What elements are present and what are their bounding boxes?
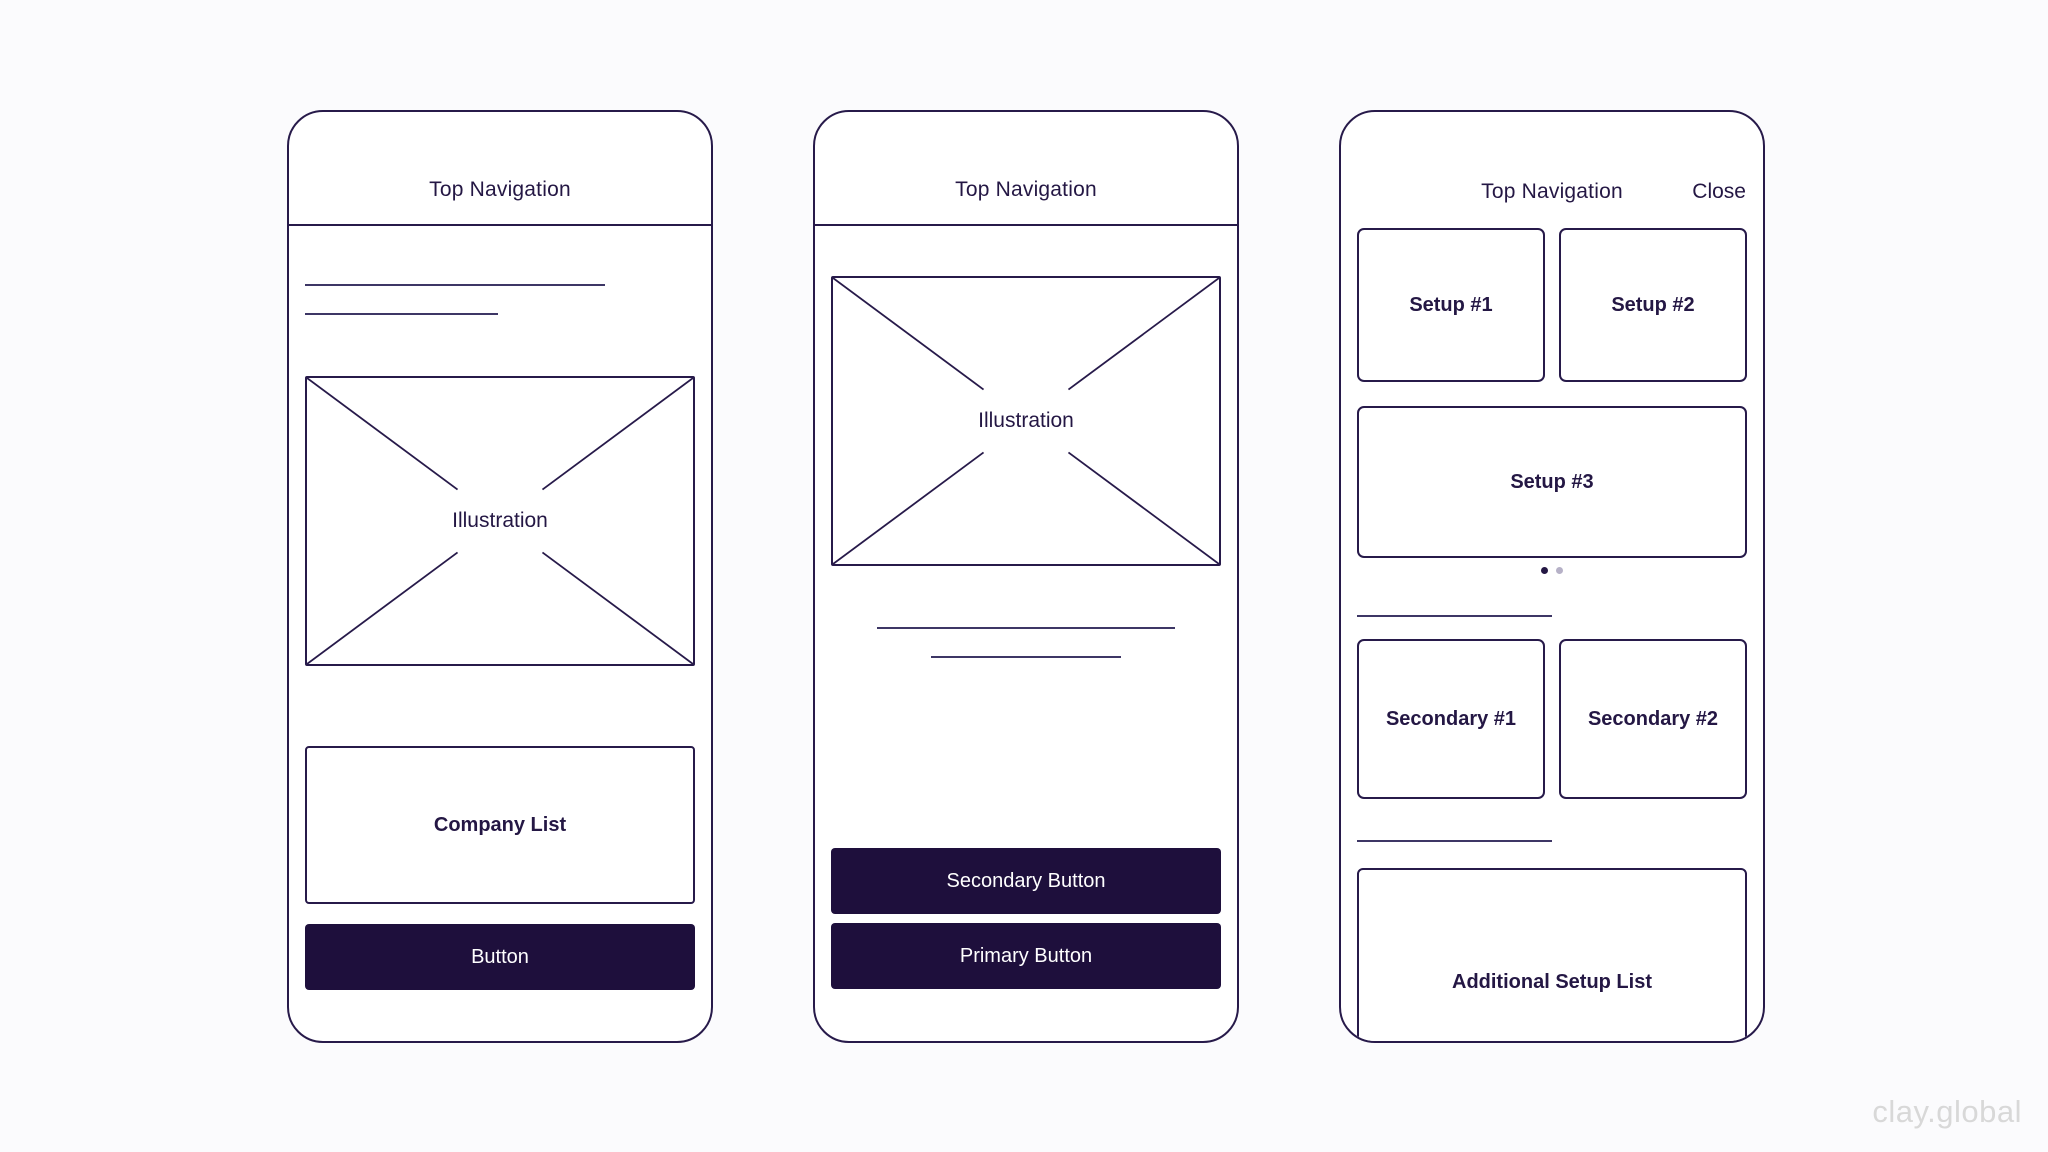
top-navigation-bar: Top Navigation [815, 112, 1237, 226]
secondary-button[interactable]: Secondary Button [831, 848, 1221, 914]
additional-setup-list-area[interactable]: Additional Setup List [1357, 868, 1747, 1041]
carousel-dot-inactive[interactable] [1556, 567, 1563, 574]
setup-card-2[interactable]: Setup #2 [1559, 228, 1747, 382]
top-navigation-bar: Top Navigation Close [1341, 112, 1763, 226]
carousel-dot-active[interactable] [1541, 567, 1548, 574]
nav-title: Top Navigation [1481, 180, 1623, 203]
close-button[interactable]: Close [1692, 180, 1746, 203]
setup-card-3[interactable]: Setup #3 [1357, 406, 1747, 558]
nav-title: Top Navigation [955, 178, 1097, 201]
text-placeholder-line [1357, 615, 1552, 617]
image-placeholder-cross-icon [307, 378, 693, 664]
text-placeholder-line [931, 656, 1121, 658]
primary-button[interactable]: Primary Button [831, 923, 1221, 989]
clay-global-watermark: clay.global [1872, 1094, 2022, 1129]
secondary-card-2[interactable]: Secondary #2 [1559, 639, 1747, 799]
illustration-label: Illustration [452, 509, 548, 532]
illustration-placeholder: Illustration [305, 376, 695, 666]
image-placeholder-cross-icon [833, 278, 1219, 564]
phone-frame-company-list: Top Navigation Illustration Company List… [287, 110, 713, 1043]
text-placeholder-line [305, 313, 498, 315]
secondary-card-1[interactable]: Secondary #1 [1357, 639, 1545, 799]
company-list-area[interactable]: Company List [305, 746, 695, 904]
text-placeholder-line [1357, 840, 1552, 842]
text-placeholder-line [305, 284, 605, 286]
phone-frame-setup: Top Navigation Close Setup #1 Setup #2 S… [1339, 110, 1765, 1043]
phone-frame-actions: Top Navigation Illustration Secondary Bu… [813, 110, 1239, 1043]
carousel-dots [1341, 567, 1763, 574]
nav-title: Top Navigation [429, 178, 571, 201]
setup-card-1[interactable]: Setup #1 [1357, 228, 1545, 382]
illustration-label: Illustration [978, 409, 1074, 432]
illustration-placeholder: Illustration [831, 276, 1221, 566]
top-navigation-bar: Top Navigation [289, 112, 711, 226]
text-placeholder-line [877, 627, 1175, 629]
primary-button[interactable]: Button [305, 924, 695, 990]
